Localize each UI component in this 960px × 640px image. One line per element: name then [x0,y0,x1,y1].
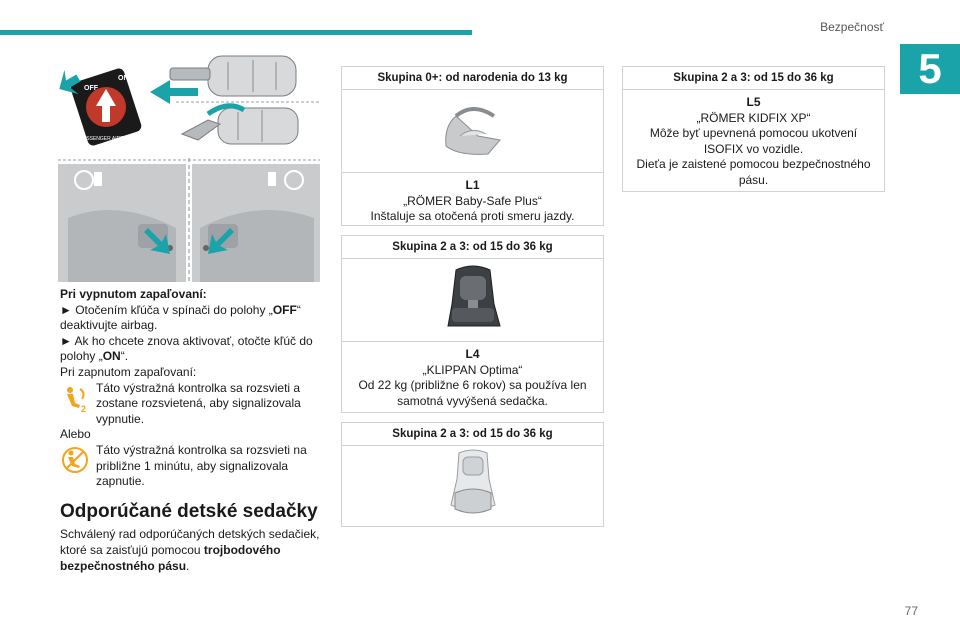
seat-name: „KLIPPAN Optima“ [422,362,523,377]
seat-name: „RÖMER KIDFIX XP“ [696,110,811,125]
car-key-bottom [180,103,299,145]
seat-description: Od 22 kg (približne 6 rokov) sa používa … [358,378,587,408]
header-accent-bar [0,30,472,35]
high-back-booster-seat-icon [449,449,496,514]
card-image [342,259,603,342]
or-label: Alebo [60,427,91,442]
dashboard-right [192,164,320,282]
pointer-arrow-icon [144,228,170,254]
seat-card-l1: Skupina 0+: od narodenia do 13 kg L1 „RÖ… [341,66,604,226]
ignition-on-heading: Pri zapnutom zapaľovaní: [60,364,197,379]
dashboard-warning-lamps-illustration [58,158,320,282]
insert-arrow-icon [150,80,198,104]
seat-card-l5: Skupina 2 a 3: od 15 do 36 kg L5 „RÖMER … [622,66,885,192]
intro-paragraph: Schválený rad odporúčaných detských seda… [60,527,320,573]
rotate-arrow-icon [59,69,81,95]
card-heading: Skupina 0+: od narodenia do 13 kg [342,67,603,90]
seat-description: Môže byť upevnená pomocou ukotvení ISOFI… [649,126,858,156]
seat-code: L1 [465,178,480,192]
chapter-tab: 5 [900,44,960,94]
card-heading: Skupina 2 a 3: od 15 do 36 kg [623,67,884,90]
step-reactivate: ► Ak ho chcete znova aktivovať, otočte k… [60,333,313,364]
instructions-column: Pri vypnutom zapaľovaní: ► Otočením kľúč… [60,287,330,574]
card-image [342,90,603,173]
seat-name: „RÖMER Baby-Safe Plus“ [403,193,542,208]
card-text: L5 „RÖMER KIDFIX XP“ Môže byť upevnená p… [623,90,884,193]
infant-carrier-seat-icon [444,107,501,155]
seat-card-l4: Skupina 2 a 3: od 15 do 36 kg L4 „KLIPPA… [341,235,604,413]
card-text: L1 „RÖMER Baby-Safe Plus“ Inštaluje sa o… [342,173,603,230]
car-key-top [169,55,297,97]
card-heading: Skupina 2 a 3: od 15 do 36 kg [342,423,603,446]
step-deactivate: ► Otočením kľúča v spínači do polohy „OF… [60,302,301,333]
airbag-key-switch-illustration: OFF ON PASSENGER AIRBAG [59,55,320,146]
card-text: L4 „KLIPPAN Optima“ Od 22 kg (približne … [342,342,603,414]
section-title: Odporúčané detské sedačky [60,500,318,522]
switch-label-passenger: PASSENGER AIRBAG [80,136,131,142]
card-image [342,446,603,528]
seat-description: Inštaluje sa otočená proti smeru jazdy. [370,209,575,223]
switch-label-on: ON [118,75,129,82]
seat-card-image: Skupina 2 a 3: od 15 do 36 kg [341,422,604,527]
pointer-arrow-icon [208,228,234,254]
warning-off-note: 2 Táto výstražná kontrolka sa rozsvieti … [60,381,330,428]
ignition-off-heading: Pri vypnutom zapaľovaní: [60,287,207,301]
seat-description-2: Dieťa je zaistené pomocou bezpečnostného… [636,157,871,187]
airbag-on-warning-icon [60,444,90,475]
booster-seat-with-back-icon [446,265,501,327]
airbag-off-warning-icon: 2 [60,382,90,413]
dashboard-left [58,164,186,282]
warning-on-note: Táto výstražná kontrolka sa rozsvieti na… [60,443,330,490]
section-name: Bezpečnosť [820,20,884,34]
card-heading: Skupina 2 a 3: od 15 do 36 kg [342,236,603,259]
seat-code: L5 [746,95,761,109]
seat-code: L4 [465,347,480,361]
switch-label-off: OFF [84,85,99,92]
page-number: 77 [904,604,918,618]
svg-text:2: 2 [81,404,86,413]
switch-panel: OFF ON PASSENGER AIRBAG [70,68,142,146]
